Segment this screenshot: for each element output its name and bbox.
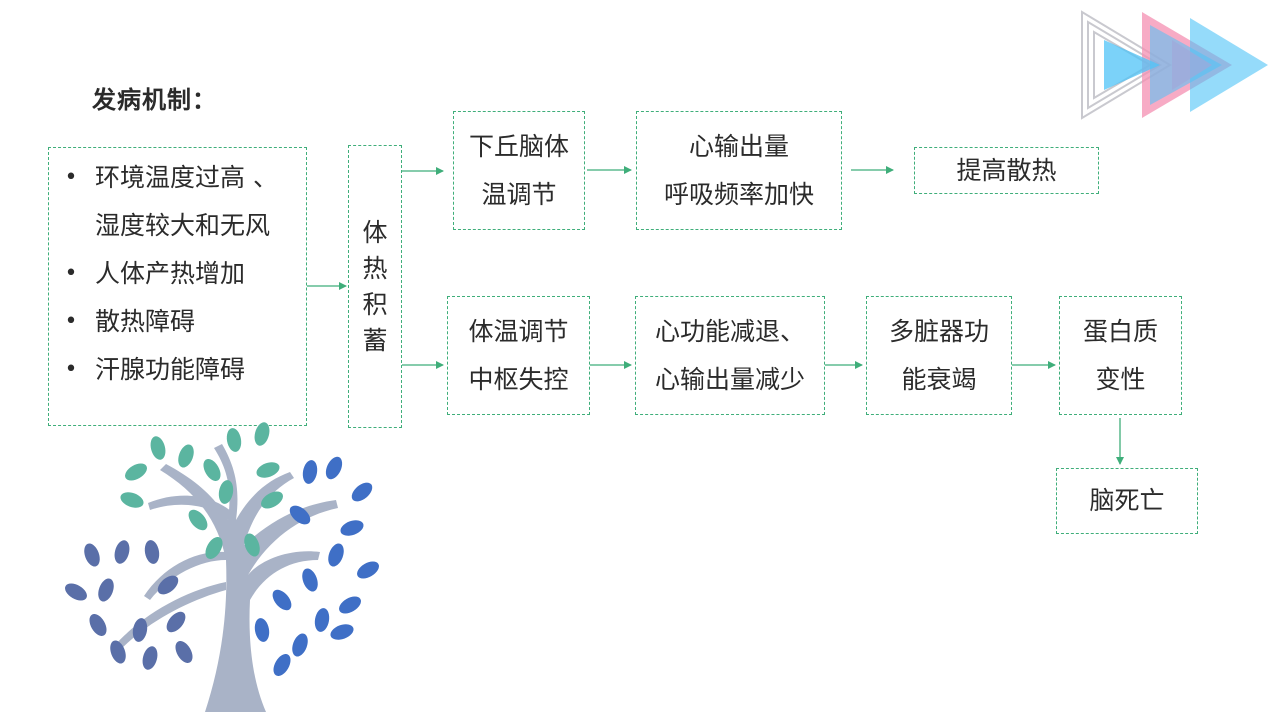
page-title: 发病机制： <box>92 86 217 114</box>
organ-failure-box: 多脏器功 能衰竭 <box>866 296 1012 415</box>
heat-accumulation-box: 体热积蓄 <box>348 145 402 428</box>
cardiac-decline-line1: 心功能减退、 <box>654 316 805 346</box>
cardiac-decline-box: 心功能减退、 心输出量减少 <box>635 296 825 415</box>
protein-line1: 蛋白质 <box>1082 316 1158 346</box>
protein-denaturation-box: 蛋白质 变性 <box>1059 296 1182 415</box>
cause-text: 湿度较大和无风 <box>95 211 271 240</box>
list-item: 湿度较大和无风 <box>49 202 306 250</box>
organ-line2: 能衰竭 <box>901 364 977 394</box>
hypothalamus-line1: 下丘脑体 <box>468 131 569 161</box>
list-item: • 散热障碍 <box>49 298 306 346</box>
cardiac-increase-line1: 心输出量 <box>688 131 789 161</box>
thermoregulation-center-box: 体温调节 中枢失控 <box>447 296 590 415</box>
center-line1: 体温调节 <box>468 316 569 346</box>
heat-dissipation-label: 提高散热 <box>956 155 1057 185</box>
cause-text: 人体产热增加 <box>95 259 246 288</box>
heat-accumulation-label: 体热积蓄 <box>362 217 388 355</box>
brain-death-box: 脑死亡 <box>1056 468 1198 534</box>
tree-icon <box>115 444 338 712</box>
cause-text: 散热障碍 <box>95 307 196 336</box>
bullet-icon: • <box>64 165 78 190</box>
brain-death-label: 脑死亡 <box>1089 486 1165 515</box>
hypothalamus-box: 下丘脑体 温调节 <box>453 111 585 230</box>
causes-box: • 环境温度过高 、 湿度较大和无风 • 人体产热增加 • 散热障碍 • 汗腺功… <box>48 147 307 426</box>
organ-line1: 多脏器功 <box>888 316 989 346</box>
cause-text: 环境温度过高 、 <box>95 163 278 192</box>
bullet-icon: • <box>64 261 78 286</box>
hypothalamus-line2: 温调节 <box>481 179 557 209</box>
cardiac-output-increase-box: 心输出量 呼吸频率加快 <box>636 111 842 230</box>
leaves <box>65 422 379 676</box>
cardiac-increase-line2: 呼吸频率加快 <box>663 179 814 209</box>
list-item: • 汗腺功能障碍 <box>49 346 306 394</box>
protein-line2: 变性 <box>1095 364 1146 394</box>
list-item: • 环境温度过高 、 <box>49 154 306 202</box>
heat-dissipation-box: 提高散热 <box>914 147 1099 194</box>
bullet-icon: • <box>64 309 78 334</box>
triangle-decoration-icon <box>1081 10 1268 120</box>
list-item: • 人体产热增加 <box>49 250 306 298</box>
center-line2: 中枢失控 <box>468 364 569 394</box>
bullet-icon: • <box>64 357 78 382</box>
cause-text: 汗腺功能障碍 <box>95 355 246 384</box>
cardiac-decline-line2: 心输出量减少 <box>654 364 805 394</box>
